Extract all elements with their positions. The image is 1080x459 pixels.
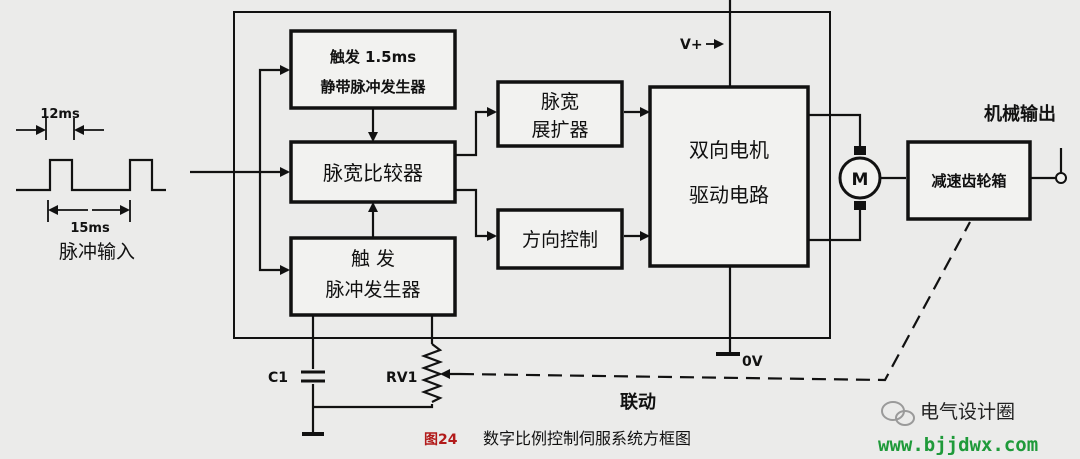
trigger-pulse-label-2: 脉冲发生器 — [325, 279, 420, 301]
comparator-to-direction-line — [456, 188, 497, 241]
trigger-static-label-2: 静带脉冲发生器 — [320, 78, 426, 96]
figure-title: 数字比例控制伺服系统方框图 — [483, 429, 691, 448]
input-feed-bus-lower — [258, 172, 290, 275]
watermark-url: www.bjjdwx.com — [878, 434, 1038, 456]
driver-to-motor-bottom — [808, 206, 862, 242]
gearbox-label: 减速齿轮箱 — [931, 172, 1006, 190]
pulse-stretcher-label-1: 脉宽 — [541, 91, 579, 113]
trigger-pulse-generator: 触 发 脉冲发生器 — [289, 236, 457, 317]
mechanical-output-label: 机械输出 — [984, 103, 1056, 125]
period-top-label: 12ms — [40, 107, 80, 122]
figure-number: 图24 — [424, 432, 458, 448]
trigger-static-pulse-generator: 触发 1.5ms 静带脉冲发生器 — [289, 29, 457, 110]
output-terminal — [1055, 172, 1067, 184]
direction-control: 方向控制 — [496, 208, 624, 270]
watermark-name: 电气设计圈 — [920, 401, 1015, 423]
pulse-waveform — [16, 158, 166, 192]
watermark: 电气设计圈 www.bjjdwx.com — [878, 401, 1038, 456]
rv1-label: RV1 — [386, 370, 417, 386]
direction-control-label: 方向控制 — [522, 229, 598, 251]
pulse-stretcher: 脉宽 展扩器 — [496, 80, 624, 148]
comparator-to-stretcher-line — [456, 107, 497, 157]
linkage-dashed-line — [459, 221, 971, 382]
driver-label-1: 双向电机 — [689, 138, 769, 162]
pulse-comparator: 脉宽比较器 — [289, 140, 457, 204]
wechat-icon — [881, 401, 915, 426]
reduction-gearbox: 减速齿轮箱 — [906, 140, 1032, 221]
rv1-bottom-wire — [313, 404, 434, 409]
trigger-static-label-1: 触发 1.5ms — [330, 48, 416, 66]
zero-v-label: 0V — [742, 354, 763, 370]
c1-label: C1 — [268, 370, 288, 386]
input-feed-bus — [258, 65, 290, 172]
system-enclosure — [233, 11, 831, 339]
trigger-pulse-label-1: 触 发 — [351, 248, 395, 270]
driver-to-motor-top — [808, 113, 862, 150]
pulse-stretcher-label-2: 展扩器 — [531, 119, 588, 141]
motor: M — [838, 146, 882, 210]
pulse-comparator-label: 脉宽比较器 — [323, 161, 423, 185]
linkage-label: 联动 — [620, 392, 656, 413]
rv1-resistor — [420, 343, 444, 403]
vplus-label: V+ — [680, 37, 703, 53]
driver-label-2: 驱动电路 — [689, 183, 769, 207]
motor-label: M — [852, 170, 869, 190]
pulse-input-label: 脉冲输入 — [59, 241, 135, 263]
period-bottom-label: 15ms — [70, 221, 110, 236]
bidirectional-motor-driver: 双向电机 驱动电路 — [648, 85, 810, 268]
